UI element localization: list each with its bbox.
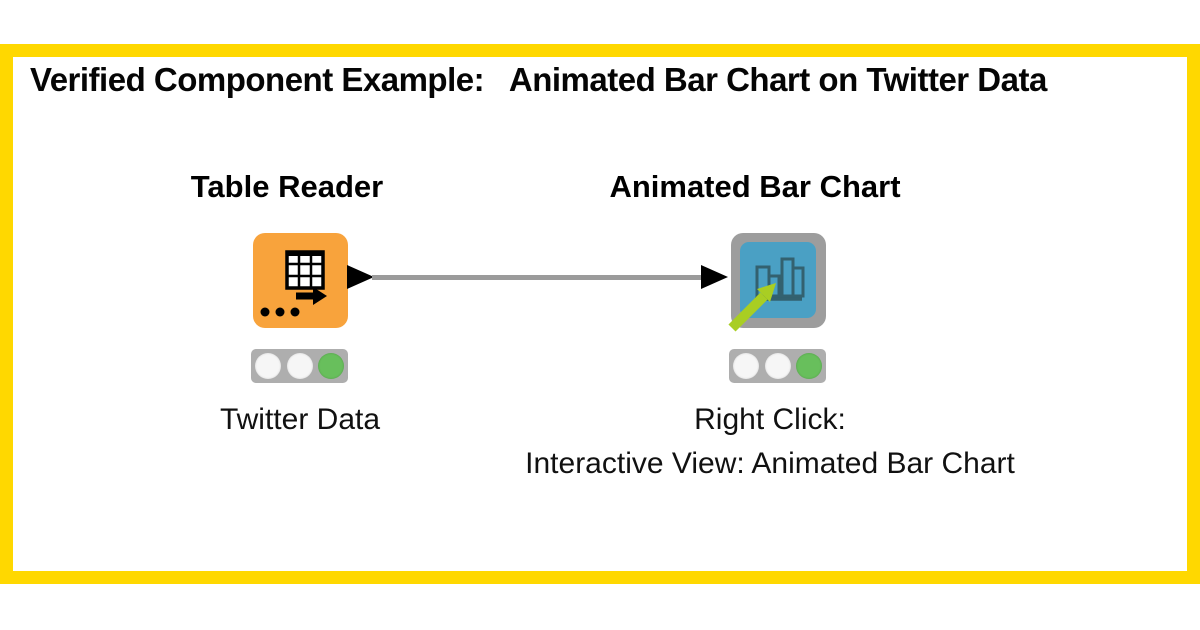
traffic-light-green-icon bbox=[796, 353, 822, 379]
traffic-light-amber-icon bbox=[286, 353, 313, 379]
input-port-icon[interactable] bbox=[701, 265, 728, 289]
traffic-light-animated-bar-chart bbox=[729, 349, 826, 383]
table-reader-icon bbox=[260, 250, 327, 317]
node-annotation-twitter-data: Twitter Data bbox=[219, 403, 381, 436]
table-reader-node[interactable] bbox=[253, 233, 348, 328]
traffic-light-red-icon bbox=[255, 353, 281, 379]
node-label-table-reader: Table Reader bbox=[190, 169, 384, 204]
node-annotation-right-click: Right Click: bbox=[694, 403, 846, 436]
connection-edge[interactable] bbox=[372, 275, 704, 280]
output-port-icon[interactable] bbox=[347, 265, 374, 289]
node-label-animated-bar-chart: Animated Bar Chart bbox=[609, 169, 901, 204]
traffic-light-amber-icon bbox=[764, 353, 791, 379]
traffic-light-green-icon bbox=[318, 353, 344, 379]
traffic-light-table-reader bbox=[251, 349, 348, 383]
yellow-frame bbox=[0, 44, 1200, 584]
page-title: Verified Component Example: Animated Bar… bbox=[30, 61, 1047, 98]
traffic-light-red-icon bbox=[733, 353, 759, 379]
open-view-arrow-icon bbox=[728, 283, 776, 332]
node-annotation-interactive-view: Interactive View: Animated Bar Chart bbox=[525, 447, 1015, 480]
animated-bar-chart-component[interactable] bbox=[728, 233, 826, 332]
